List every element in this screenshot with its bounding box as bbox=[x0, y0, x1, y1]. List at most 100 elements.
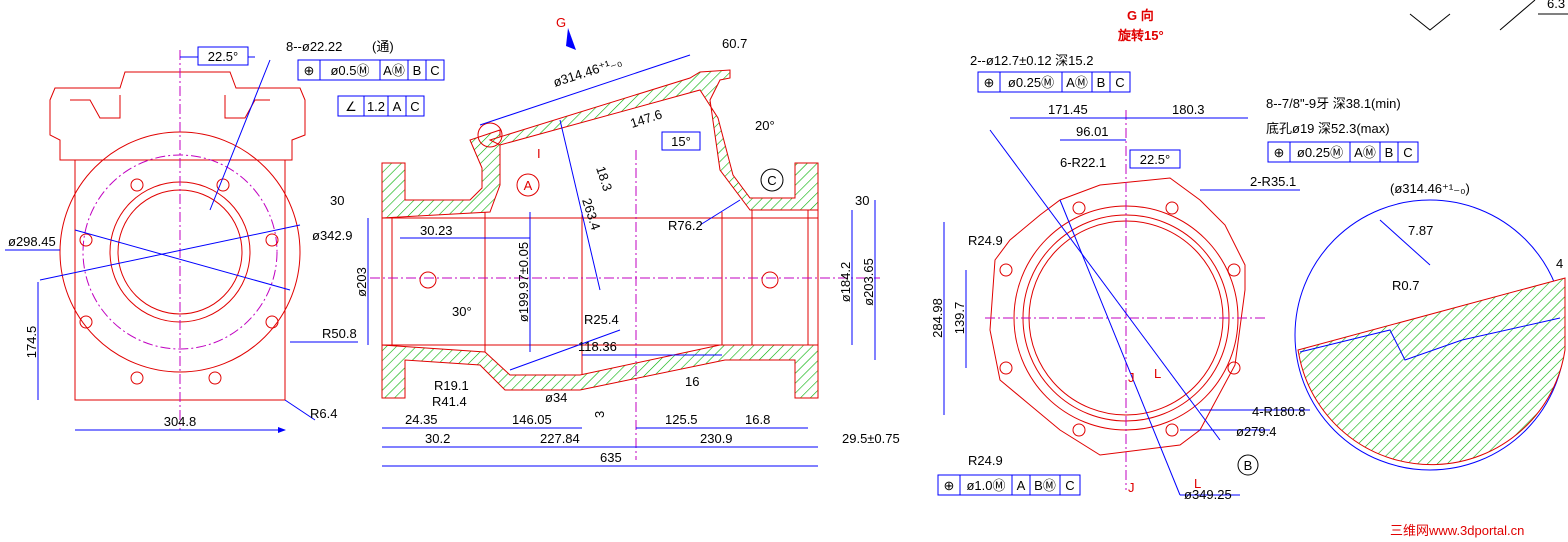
svg-text:ø0.5Ⓜ: ø0.5Ⓜ bbox=[330, 63, 369, 78]
section-dim-1255: 125.5 bbox=[665, 412, 698, 427]
section-dim-22784: 227.84 bbox=[540, 431, 580, 446]
svg-text:B: B bbox=[1385, 145, 1394, 160]
g-view-subtitle: 旋转15° bbox=[1117, 28, 1164, 43]
g-view-dim-28498: 284.98 bbox=[930, 298, 945, 338]
g-view-dim-r249-bottom: R24.9 bbox=[968, 453, 1003, 468]
svg-text:⊕: ⊕ bbox=[984, 75, 995, 90]
g-view-label-l1: L bbox=[1154, 366, 1161, 381]
g-view-note-bottom: 底孔ø19 深52.3(max) bbox=[1266, 121, 1390, 136]
left-fcf: ⊕ ø0.5Ⓜ AⓂ B C bbox=[297, 59, 445, 81]
svg-text:⊕: ⊕ bbox=[1274, 145, 1285, 160]
left-dim-through: (通) bbox=[372, 39, 394, 54]
section-dim-20deg: 20° bbox=[755, 118, 775, 133]
section-dim-d20365: ø203.65 bbox=[861, 258, 876, 306]
section-dim-d1842: ø184.2 bbox=[838, 262, 853, 302]
section-dim-16: 16 bbox=[685, 374, 699, 389]
section-dim-15deg: 15° bbox=[671, 134, 691, 149]
svg-text:AⓂ: AⓂ bbox=[1354, 145, 1376, 160]
g-view-note-holes: 2--ø12.7±0.12 深15.2 bbox=[970, 53, 1093, 68]
g-view-title: G 向 bbox=[1127, 8, 1154, 23]
left-dim-angle: 22.5° bbox=[208, 49, 239, 64]
left-dim-3048: 304.8 bbox=[164, 414, 197, 429]
section-dim-168: 16.8 bbox=[745, 412, 770, 427]
svg-text:∠: ∠ bbox=[345, 99, 357, 114]
left-dim-d298: ø298.45 bbox=[8, 234, 56, 249]
detail-dim-787: 7.87 bbox=[1408, 223, 1433, 238]
section-dim-11836: 118.36 bbox=[578, 339, 617, 354]
svg-text:A: A bbox=[393, 99, 402, 114]
section-dim-295: 29.5±0.75 bbox=[842, 431, 900, 446]
section-dim-3: 3 bbox=[592, 411, 607, 418]
watermark: 三维网www.3dportal.cn bbox=[1390, 523, 1524, 538]
section-label-g: G bbox=[556, 15, 566, 30]
section-dim-r762: R76.2 bbox=[668, 218, 703, 233]
svg-text:ø1.0Ⓜ: ø1.0Ⓜ bbox=[966, 478, 1005, 493]
section-dim-30-right: 30 bbox=[855, 193, 869, 208]
g-view-fcf1: ⊕ ø0.25Ⓜ AⓂ B C bbox=[977, 71, 1131, 93]
section-label-a: A bbox=[524, 178, 533, 193]
svg-text:C: C bbox=[410, 99, 419, 114]
svg-text:ø0.25Ⓜ: ø0.25Ⓜ bbox=[1297, 145, 1343, 160]
detail-dim-4: 4 bbox=[1556, 256, 1563, 271]
g-view-dim-d34925: ø349.25 bbox=[1184, 487, 1232, 502]
svg-text:B: B bbox=[413, 63, 422, 78]
g-view-dim-1397: 139.7 bbox=[952, 302, 967, 335]
detail-view: (ø314.46⁺¹₋₀) 7.87 R0.7 4 6.3 bbox=[1294, 0, 1568, 471]
section-dim-3023: 30.23 bbox=[420, 223, 453, 238]
g-view: G 向 旋转15° 2--ø12.7±0.12 深15.2 ⊕ ø0.25Ⓜ A… bbox=[930, 8, 1419, 502]
g-view-dim-2r351: 2-R35.1 bbox=[1250, 174, 1296, 189]
section-dim-302: 30.2 bbox=[425, 431, 450, 446]
g-view-dim-6r221: 6-R22.1 bbox=[1060, 155, 1106, 170]
section-dim-d34: ø34 bbox=[545, 390, 567, 405]
g-view-label-b: B bbox=[1244, 458, 1253, 473]
detail-dim-r07: R0.7 bbox=[1392, 278, 1419, 293]
section-label-c: C bbox=[767, 173, 776, 188]
section-dim-183: 18.3 bbox=[593, 164, 615, 193]
detail-dim-63: 6.3 bbox=[1547, 0, 1565, 11]
section-dim-d203: ø203 bbox=[354, 267, 369, 297]
g-view-fcf2: ⊕ ø0.25Ⓜ AⓂ B C bbox=[1267, 141, 1419, 163]
section-dim-2634: 263.4 bbox=[579, 196, 603, 232]
section-label-i: I bbox=[537, 146, 541, 161]
left-dim-r64: R6.4 bbox=[310, 406, 337, 421]
svg-text:C: C bbox=[1403, 145, 1412, 160]
section-dim-607: 60.7 bbox=[722, 36, 747, 51]
section-dim-r254: R25.4 bbox=[584, 312, 619, 327]
g-view-label-l2: L bbox=[1194, 476, 1201, 491]
svg-text:C: C bbox=[1115, 75, 1124, 90]
section-dim-30deg: 30° bbox=[452, 304, 472, 319]
svg-text:AⓂ: AⓂ bbox=[1066, 75, 1088, 90]
svg-text:C: C bbox=[430, 63, 439, 78]
g-view-dim-d2794: ø279.4 bbox=[1236, 424, 1276, 439]
section-dim-d19997: ø199.97±0.05 bbox=[516, 242, 531, 322]
g-view-fcf3: ⊕ ø1.0Ⓜ A BⓂ C bbox=[937, 474, 1081, 496]
section-dim-2309: 230.9 bbox=[700, 431, 733, 446]
g-view-label-j1: J bbox=[1128, 370, 1135, 385]
left-dim-holes: 8--ø22.22 bbox=[286, 39, 342, 54]
svg-text:B: B bbox=[1097, 75, 1106, 90]
section-dim-30-left: 30 bbox=[330, 193, 344, 208]
g-view-dim-17145: 171.45 bbox=[1048, 102, 1088, 117]
left-dim-r508: R50.8 bbox=[322, 326, 357, 341]
g-view-label-j2: J bbox=[1128, 480, 1135, 495]
left-dim-d342: ø342.9 bbox=[312, 228, 352, 243]
section-dim-r414: R41.4 bbox=[432, 394, 467, 409]
section-dim-635: 635 bbox=[600, 450, 622, 465]
g-view-dim-1803: 180.3 bbox=[1172, 102, 1205, 117]
svg-text:AⓂ: AⓂ bbox=[383, 63, 405, 78]
svg-text:A: A bbox=[1017, 478, 1026, 493]
svg-text:⊕: ⊕ bbox=[944, 478, 955, 493]
section-dim-14605: 146.05 bbox=[512, 412, 552, 427]
svg-text:ø0.25Ⓜ: ø0.25Ⓜ bbox=[1008, 75, 1054, 90]
svg-text:C: C bbox=[1065, 478, 1074, 493]
g-view-dim-9601: 96.01 bbox=[1076, 124, 1109, 139]
svg-text:1.2: 1.2 bbox=[367, 99, 385, 114]
g-view-dim-r249-top: R24.9 bbox=[968, 233, 1003, 248]
section-dim-r191: R19.1 bbox=[434, 378, 469, 393]
g-view-dim-225: 22.5° bbox=[1140, 152, 1171, 167]
section-fcf: ∠ 1.2 A C bbox=[337, 95, 425, 117]
section-view: G ø314.46⁺¹₋₀ 60.7 20° 147.6 18.3 15° 26… bbox=[330, 15, 900, 467]
left-dim-1745: 174.5 bbox=[24, 326, 39, 359]
g-view-dim-4r1808: 4-R180.8 bbox=[1252, 404, 1305, 419]
